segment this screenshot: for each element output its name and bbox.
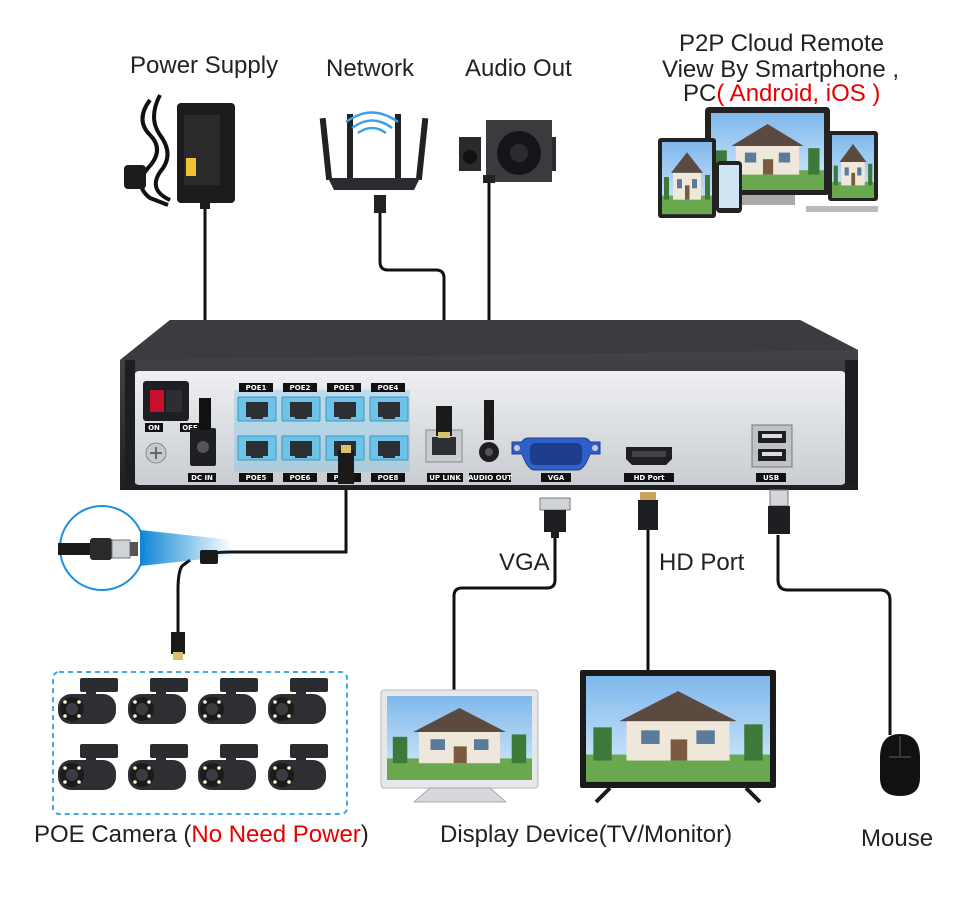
hdmi-port-icon xyxy=(626,447,672,465)
poe-ports xyxy=(234,390,410,472)
vga-port-text: VGA xyxy=(548,474,565,482)
camera-icon xyxy=(58,678,118,724)
remote-view-devices-icon xyxy=(658,107,878,218)
vga-port-icon xyxy=(511,437,601,471)
poe4-text: POE4 xyxy=(378,384,399,392)
usb-port-text: USB xyxy=(763,474,779,482)
audio-out-label: Audio Out xyxy=(465,55,572,82)
camera-icon xyxy=(128,744,188,790)
poe-camera-close: ) xyxy=(360,821,369,848)
switch-on-text: ON xyxy=(148,424,160,432)
camera-grid xyxy=(58,678,328,790)
mouse-icon xyxy=(880,734,920,796)
camera-icon xyxy=(198,744,258,790)
switch-off-text: OFF xyxy=(182,424,198,432)
uplink-port-icon xyxy=(425,406,463,463)
usb-connector-icon xyxy=(768,489,790,534)
vga-label: VGA xyxy=(499,549,550,576)
network-label: Network xyxy=(326,55,415,82)
power-adapter-icon xyxy=(124,94,235,209)
poe8-text: POE8 xyxy=(378,474,399,482)
vga-cable xyxy=(452,530,557,690)
poe-camera-label: POE Camera (No Need Power) xyxy=(34,821,369,849)
vga-connector-icon xyxy=(539,497,571,538)
dc-in-port-icon xyxy=(190,398,216,466)
audio-out-port-text: AUDIO OUT xyxy=(468,474,512,482)
poe-end-connector-icon xyxy=(171,632,185,660)
network-cable xyxy=(378,212,446,408)
camera-group-box xyxy=(52,671,348,815)
poe-cable-lower xyxy=(176,558,191,635)
camera-icon xyxy=(268,744,328,790)
usb-cable xyxy=(776,535,892,735)
usb-ports-icon xyxy=(751,424,793,468)
p2p-line3: PC( Android, iOS ) xyxy=(683,80,880,108)
hdmi-connector-icon xyxy=(638,492,658,530)
p2p-line1: P2P Cloud Remote xyxy=(679,30,885,57)
power-switch-icon xyxy=(143,381,189,464)
poe-camera-text: POE Camera ( xyxy=(34,821,192,848)
hd-port-text: HD Port xyxy=(634,474,665,482)
audio-out-port-icon xyxy=(479,400,499,462)
poe6-text: POE6 xyxy=(290,474,311,482)
camera-icon xyxy=(198,678,258,724)
p2p-line2: View By Smartphone , xyxy=(662,56,900,83)
poe2-text: POE2 xyxy=(290,384,311,392)
p2p-os-text: ( Android, iOS ) xyxy=(716,80,881,107)
mouse-label: Mouse xyxy=(861,825,934,852)
uplink-text: UP LINK xyxy=(429,474,461,482)
camera-icon xyxy=(58,744,118,790)
poe1-text: POE1 xyxy=(246,384,267,392)
dc-in-text: DC IN xyxy=(191,474,213,482)
no-need-power-text: No Need Power xyxy=(191,821,361,848)
cable-zoom-connector-icon xyxy=(58,538,138,560)
monitor-icon xyxy=(380,689,539,803)
camera-icon xyxy=(128,678,188,724)
camera-icon xyxy=(268,678,328,724)
poe-plug-icon xyxy=(338,450,354,484)
poe5-text: POE5 xyxy=(246,474,267,482)
speaker-icon xyxy=(459,120,556,183)
router-icon xyxy=(319,111,429,213)
hd-port-label: HD Port xyxy=(659,549,745,576)
p2p-pc-text: PC xyxy=(683,80,717,107)
display-device-label: Display Device(TV/Monitor) xyxy=(440,821,733,848)
poe-top-labels: POE1 POE2 POE3 POE4 xyxy=(239,383,405,392)
tv-icon xyxy=(580,670,776,804)
power-supply-label: Power Supply xyxy=(130,52,279,79)
poe3-text: POE3 xyxy=(334,384,355,392)
cable-joint-icon xyxy=(200,550,218,564)
